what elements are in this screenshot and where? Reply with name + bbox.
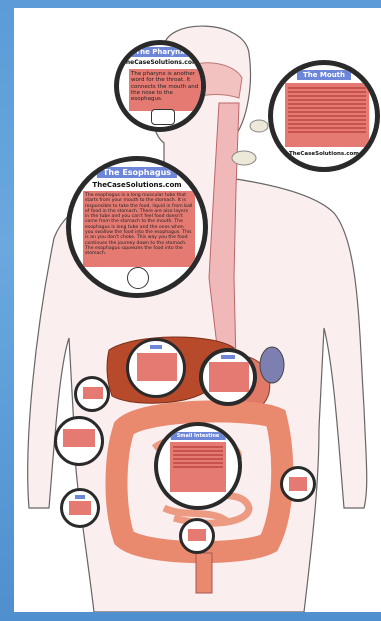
left-bubble-1-text	[83, 387, 103, 399]
stomach-text-block	[209, 362, 249, 392]
liver-bubble-label	[150, 345, 162, 349]
right-bubble[interactable]	[280, 466, 316, 502]
small-intestine-title: Small Intestine	[171, 432, 226, 440]
mouth-title: The Mouth	[297, 70, 351, 80]
rectum-text-block	[188, 529, 206, 541]
pharynx-bubble[interactable]: The Pharynx TheCaseSolutions.com The pha…	[114, 40, 206, 132]
left-bubble-3[interactable]	[60, 488, 100, 528]
right-bubble-text	[289, 477, 307, 491]
salivary-gland	[232, 151, 256, 165]
pharynx-title: The Pharynx	[129, 47, 190, 57]
mouth-site: TheCaseSolutions.com	[289, 151, 359, 157]
spleen	[260, 347, 284, 383]
rectum-bubble[interactable]	[179, 518, 215, 554]
left-bubble-2-text	[63, 429, 95, 447]
pharynx-text: The pharynx is another word for the thro…	[129, 69, 203, 111]
pharynx-site: TheCaseSolutions.com	[122, 59, 198, 66]
left-bubble-3-label	[75, 495, 85, 499]
liver-bubble[interactable]	[126, 338, 186, 398]
esophagus-title: The Esophagus	[97, 167, 177, 178]
stomach-bubble[interactable]	[199, 348, 257, 406]
esophagus-site: TheCaseSolutions.com	[92, 181, 181, 189]
small-intestine-bubble[interactable]: Small Intestine	[154, 422, 242, 510]
esophagus-thumbnail	[127, 267, 149, 289]
esophagus-bubble[interactable]: The Esophagus TheCaseSolutions.com The e…	[66, 156, 208, 298]
pharynx-thumbnail	[151, 109, 175, 125]
left-bubble-3-text	[69, 501, 91, 515]
rectum	[196, 553, 212, 593]
mouth-bubble[interactable]: The Mouth TheCaseSolutions.com	[268, 60, 380, 172]
small-intestine-text-block	[170, 442, 226, 492]
stomach-bubble-label	[221, 355, 235, 359]
salivary-gland-2	[250, 120, 268, 132]
mouth-text-block	[285, 83, 369, 147]
diagram-panel: The Pharynx TheCaseSolutions.com The pha…	[14, 8, 381, 612]
esophagus-text: The esophagus is a long muscular tube th…	[83, 191, 195, 267]
liver-text-block	[137, 353, 177, 381]
left-bubble-1[interactable]	[74, 376, 110, 412]
left-bubble-2[interactable]	[54, 416, 104, 466]
